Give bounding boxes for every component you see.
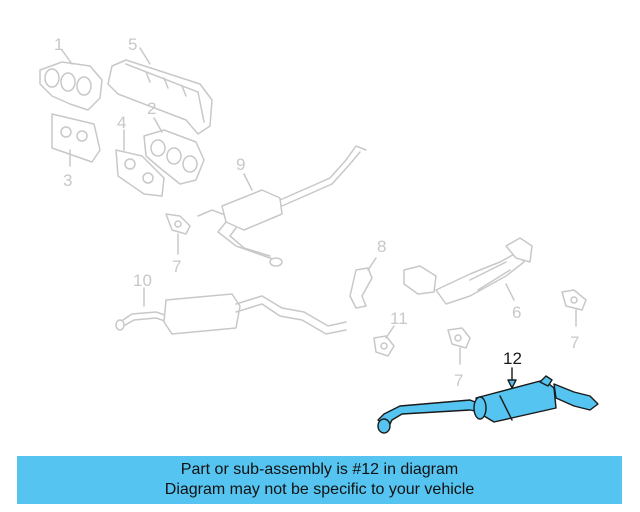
callout-7-c: 7 bbox=[454, 371, 463, 390]
part-6-catalytic-converter bbox=[403, 237, 533, 305]
part-7-hanger-a bbox=[165, 213, 191, 255]
part-11-hanger bbox=[373, 325, 395, 357]
callout-11: 11 bbox=[390, 309, 408, 328]
exhaust-parts-diagram: 1 5 3 4 2 9 bbox=[39, 35, 599, 434]
callout-5: 5 bbox=[128, 35, 137, 54]
callout-1: 1 bbox=[54, 35, 63, 54]
callout-3: 3 bbox=[63, 171, 72, 190]
part-12-muffler-highlighted[interactable] bbox=[377, 367, 599, 434]
part-8-bracket bbox=[349, 257, 377, 309]
callout-8: 8 bbox=[377, 237, 386, 256]
callout-6: 6 bbox=[512, 303, 521, 322]
banner-line-1: Part or sub-assembly is #12 in diagram bbox=[180, 461, 459, 478]
part-7-hanger-b bbox=[561, 289, 587, 327]
part-1-exhaust-manifold bbox=[39, 49, 103, 111]
part-7-hanger-c bbox=[447, 327, 471, 365]
callout-12: 12 bbox=[503, 349, 522, 368]
callout-10: 10 bbox=[133, 271, 152, 290]
part-4-gasket bbox=[115, 129, 165, 197]
banner-line-2: Diagram may not be specific to your vehi… bbox=[164, 481, 475, 498]
info-banner: Part or sub-assembly is #12 in diagram D… bbox=[17, 456, 622, 504]
part-3-gasket bbox=[51, 113, 101, 167]
callout-2: 2 bbox=[147, 99, 156, 118]
callout-4: 4 bbox=[117, 113, 126, 132]
part-5-heat-shield bbox=[107, 47, 213, 135]
part-2-exhaust-manifold bbox=[143, 117, 205, 185]
part-10-muffler-assembly bbox=[115, 287, 347, 335]
callout-7-b: 7 bbox=[570, 333, 579, 352]
callout-9: 9 bbox=[236, 155, 245, 174]
callout-7-a: 7 bbox=[172, 257, 181, 276]
part-9-resonator-pipe bbox=[197, 145, 367, 267]
